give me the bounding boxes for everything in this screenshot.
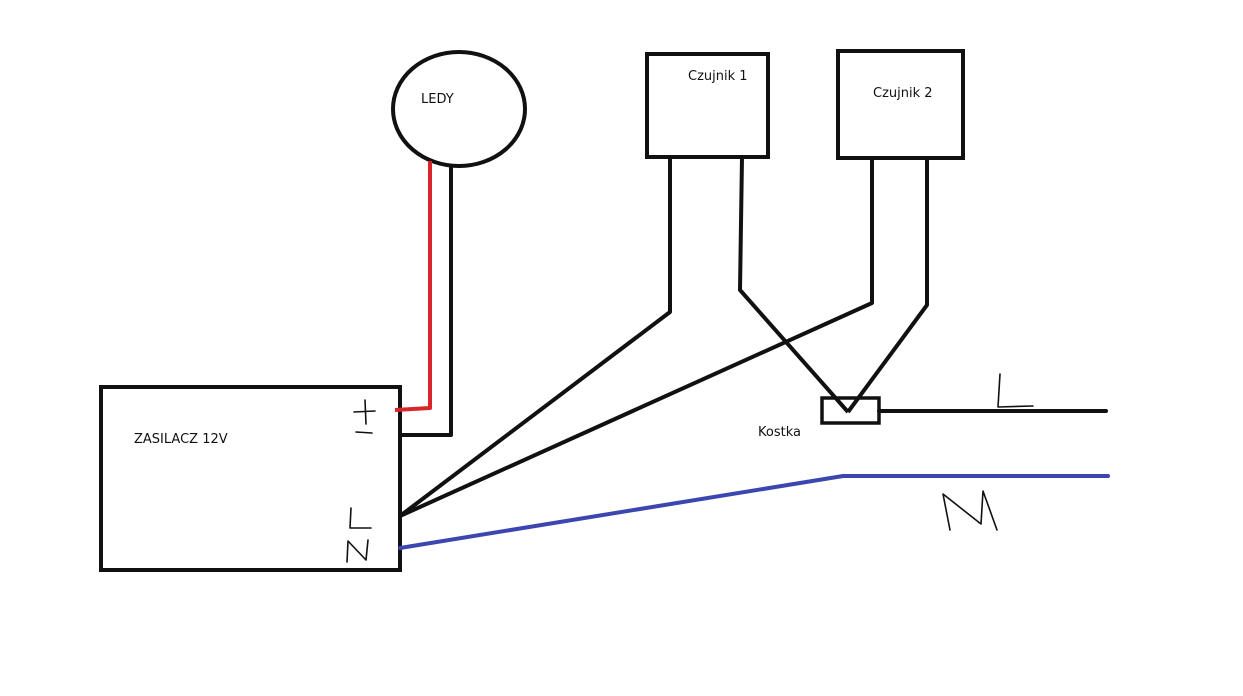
psu-n-mark (346, 539, 369, 563)
power-supply-label: ZASILACZ 12V (134, 432, 228, 447)
wire-led-positive-red (394, 161, 432, 412)
wire-sensor1-to-connector (738, 156, 850, 414)
wire-neutral-blue (398, 474, 1110, 550)
sensor-1-box (645, 52, 770, 159)
wire-sensor2-to-psu-l (399, 158, 874, 518)
psu-minus-mark (355, 431, 373, 434)
psu-plus-mark (353, 399, 376, 425)
connector-label: Kostka (758, 425, 801, 440)
wire-sensor2-to-connector (846, 158, 929, 414)
sensor-2-label: Czujnik 2 (873, 86, 933, 101)
wire-sensor1-to-psu-l (398, 157, 672, 518)
line-l-mark (997, 373, 1034, 408)
sensor-1-label: Czujnik 1 (688, 69, 748, 84)
power-supply-box (99, 385, 402, 572)
psu-l-mark (349, 507, 372, 529)
led-lamp-shape (391, 50, 527, 168)
wire-led-negative-black (400, 166, 453, 437)
neutral-n-mark (942, 490, 998, 531)
sensor-2-box (836, 49, 965, 160)
led-label: LEDY (421, 92, 454, 107)
